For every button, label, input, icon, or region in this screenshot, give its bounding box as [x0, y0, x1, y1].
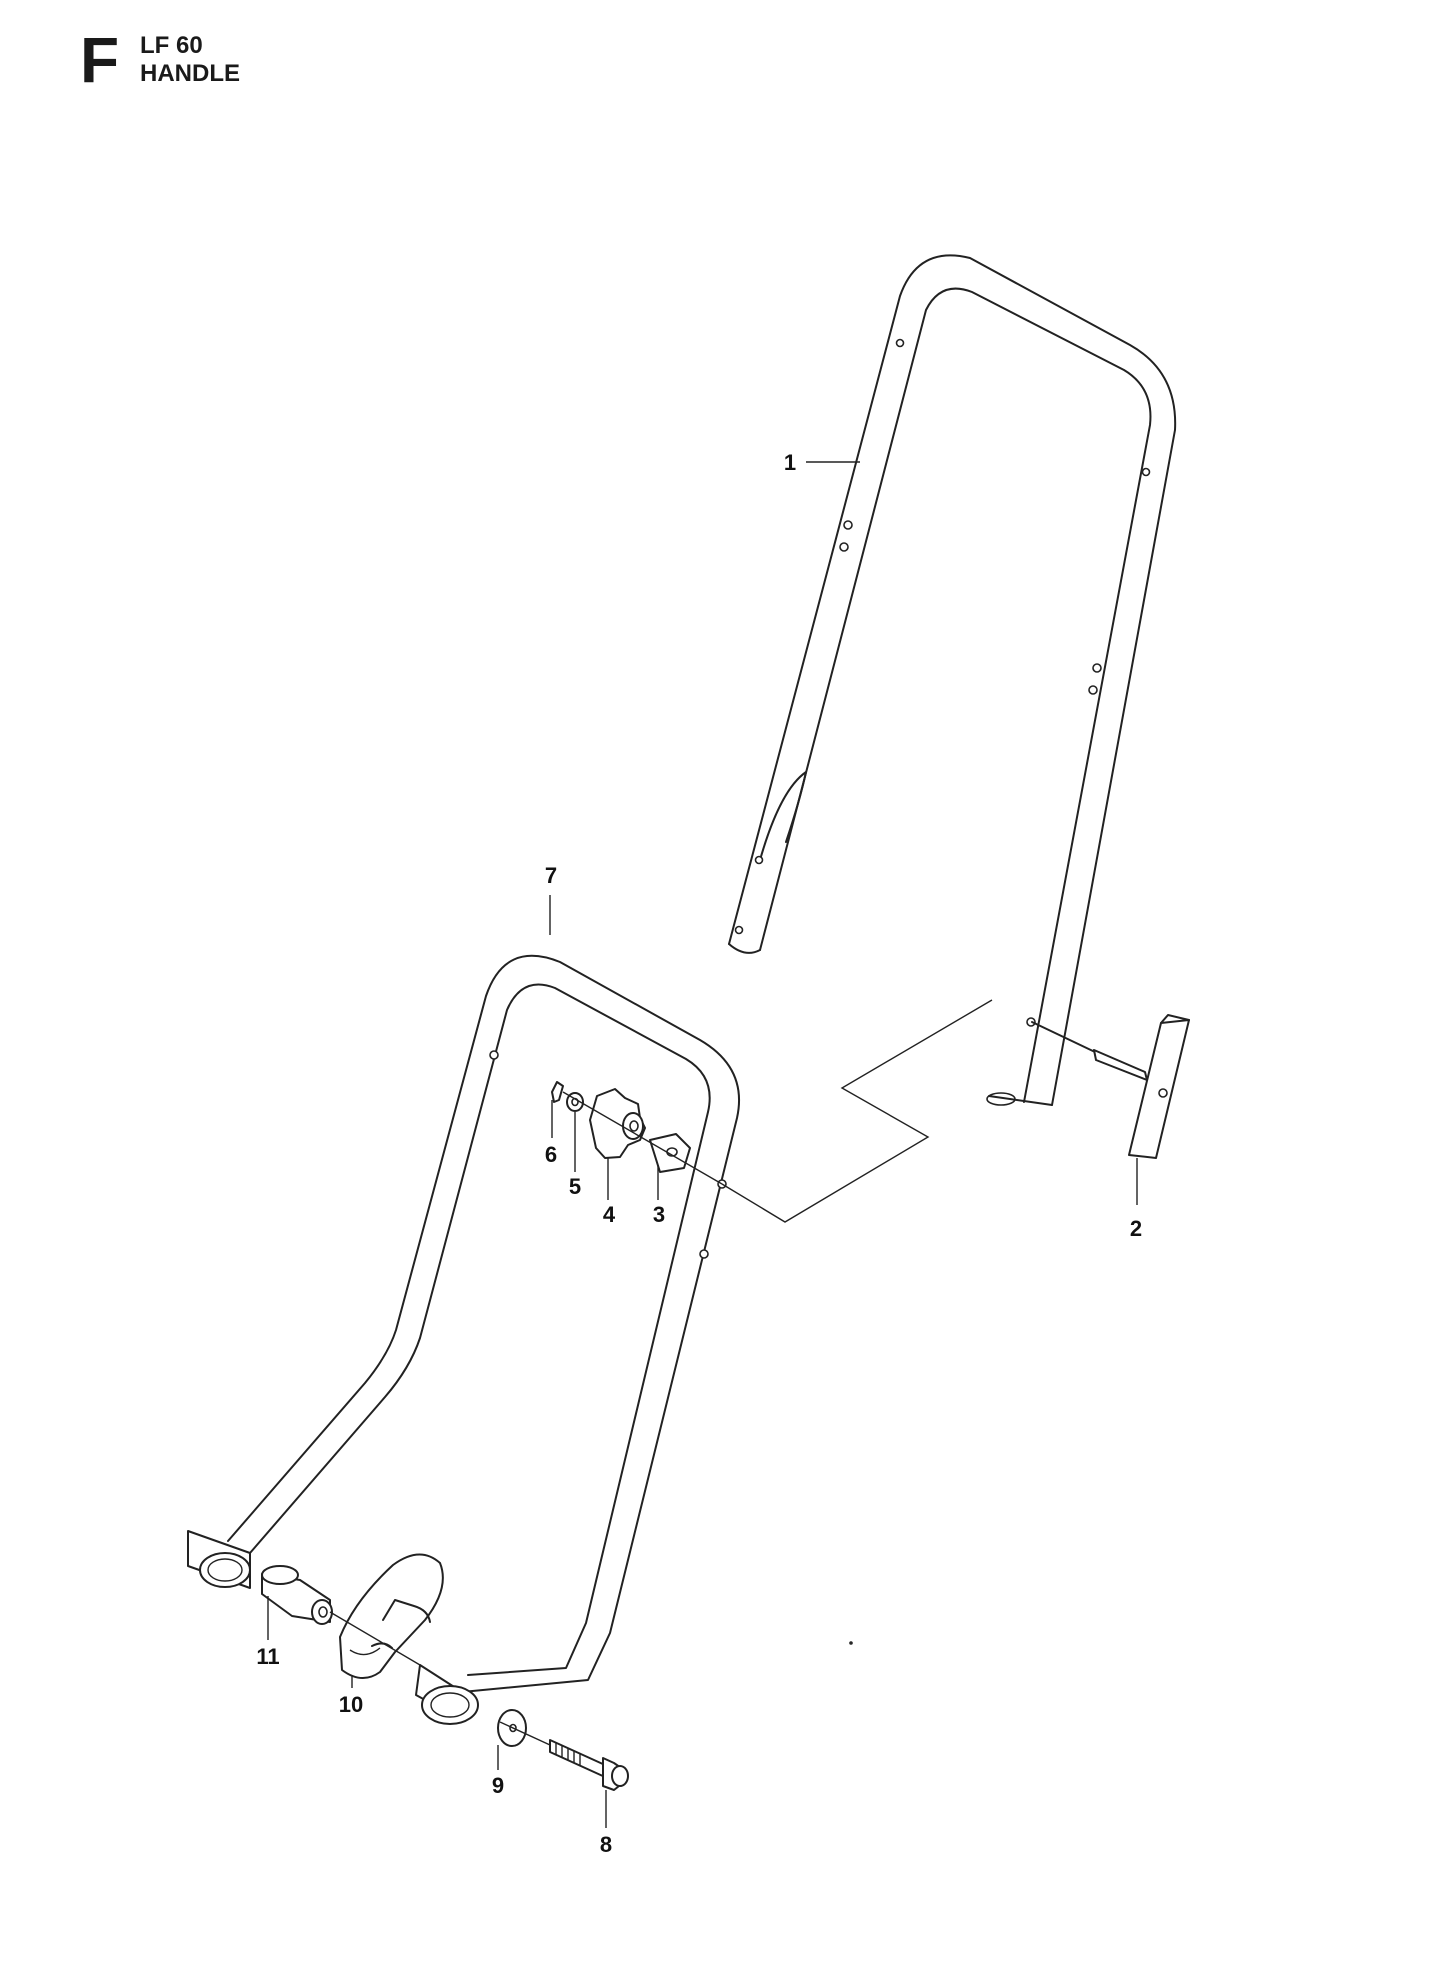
knob-axis-line	[562, 1091, 723, 1185]
callout-leaders	[267, 461, 1138, 1828]
stray-dot	[849, 1641, 853, 1645]
bolt-axis-line	[329, 1611, 551, 1746]
assembly-guide-lines	[721, 999, 993, 1223]
spacer-part-3[interactable]	[649, 1133, 691, 1173]
upper-handle-part-1[interactable]	[728, 254, 1177, 1106]
pin-part-2[interactable]	[1031, 1014, 1190, 1159]
callout-3: 3	[653, 1202, 665, 1227]
model-name: LF 60	[140, 32, 203, 59]
bushing-part-11[interactable]	[261, 1565, 333, 1625]
callout-labels: 1 2 3 4 5 6 7 8 9 10 11	[256, 450, 1142, 1857]
section-letter: F	[80, 24, 120, 96]
callout-7: 7	[545, 863, 557, 888]
callout-6: 6	[545, 1142, 557, 1167]
bracket-part-10[interactable]	[339, 1553, 444, 1679]
lower-handle-part-7[interactable]	[187, 954, 741, 1725]
callout-2: 2	[1130, 1216, 1142, 1241]
washer-part-5[interactable]	[566, 1092, 584, 1112]
callout-4: 4	[603, 1202, 616, 1227]
callout-10: 10	[339, 1692, 363, 1717]
bolt-part-8[interactable]	[549, 1739, 629, 1791]
diagram-title: HANDLE	[140, 60, 240, 87]
callout-1: 1	[784, 450, 796, 475]
callout-11: 11	[256, 1644, 279, 1669]
callout-5: 5	[569, 1174, 581, 1199]
clip-part-6[interactable]	[551, 1081, 564, 1103]
callout-9: 9	[492, 1773, 504, 1798]
callout-8: 8	[600, 1832, 612, 1857]
